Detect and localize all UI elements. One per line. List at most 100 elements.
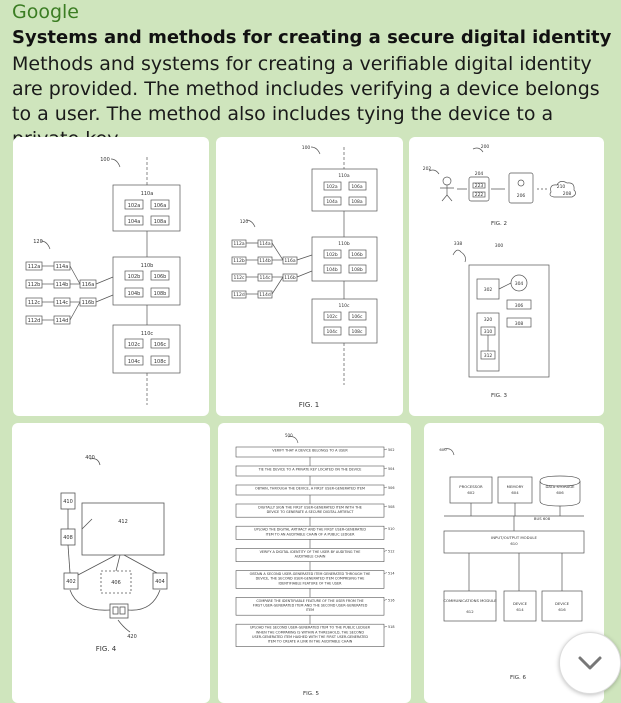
svg-text:112b: 112b (28, 282, 41, 288)
fig5-step-number: 504 (388, 467, 394, 471)
fig5-step-number: 512 (388, 549, 394, 553)
fig5-step-leader (383, 448, 388, 451)
svg-text:114b: 114b (259, 258, 271, 264)
svg-text:112d: 112d (28, 318, 41, 324)
fig6-comm: COMMUNICATIONS MODULE (443, 598, 497, 603)
svg-text:110a: 110a (338, 173, 350, 179)
svg-text:300: 300 (495, 243, 504, 249)
fig6-ref: 600 (439, 447, 447, 452)
svg-text:112a: 112a (233, 241, 245, 247)
svg-text:104a: 104a (326, 199, 338, 205)
fig5-step-leader (383, 550, 388, 552)
svg-text:306: 306 (515, 303, 524, 309)
fig5-step-leader (383, 572, 388, 574)
svg-text:108b: 108b (154, 291, 167, 297)
svg-text:204: 204 (475, 171, 484, 177)
svg-text:410: 410 (63, 499, 73, 505)
svg-text:108a: 108a (154, 219, 167, 225)
fig5-label: FIG. 5 (303, 691, 320, 697)
svg-text:406: 406 (111, 580, 121, 586)
fig5-step-leader (383, 505, 388, 508)
fig6-processor: PROCESSOR (459, 484, 483, 489)
fig6-device2: DEVICE (555, 601, 570, 606)
fig6-storage-num: 606 (556, 490, 564, 495)
svg-text:114a: 114a (56, 264, 69, 270)
svg-text:304: 304 (515, 281, 524, 287)
svg-text:112b: 112b (233, 258, 245, 264)
svg-text:104b: 104b (128, 291, 141, 297)
fig6-storage: DATA STORAGE (545, 484, 575, 489)
svg-text:112a: 112a (28, 264, 41, 270)
svg-text:110b: 110b (141, 263, 154, 269)
svg-text:104c: 104c (326, 329, 338, 335)
fig5-step-number: 514 (388, 572, 394, 576)
svg-text:338: 338 (454, 241, 463, 247)
svg-text:102b: 102b (326, 252, 338, 258)
fig5-step-text: VERIFY A DIGITAL IDENTITY OF THE USER BY… (260, 550, 361, 559)
figure-card-5[interactable]: 500 VERIFY THAT A DEVICE BELONGS TO A US… (218, 423, 411, 703)
svg-text:208: 208 (563, 191, 572, 197)
svg-text:402: 402 (66, 579, 76, 585)
fig5-step-text: UPLOAD THE DIGITAL ARTIFACT AND THE FIRS… (254, 528, 366, 537)
svg-text:114c: 114c (259, 275, 271, 281)
svg-text:108a: 108a (351, 199, 363, 205)
svg-text:106c: 106c (154, 342, 167, 348)
svg-text:206: 206 (517, 193, 526, 199)
svg-text:114c: 114c (56, 300, 69, 306)
fig1-label: FIG. 1 (299, 401, 319, 409)
svg-text:108c: 108c (154, 359, 167, 365)
result-title[interactable]: Systems and methods for creating a secur… (12, 27, 612, 48)
fig5-step-box (235, 548, 385, 562)
svg-text:102c: 102c (326, 314, 338, 320)
svg-text:210: 210 (557, 184, 566, 190)
svg-text:120: 120 (33, 239, 43, 245)
fig5-step-number: 516 (388, 598, 394, 602)
fig5-step-box (235, 623, 385, 647)
svg-text:100: 100 (100, 157, 110, 163)
svg-text:114a: 114a (259, 241, 271, 247)
svg-text:114d: 114d (56, 318, 69, 324)
svg-text:102b: 102b (128, 274, 141, 280)
fig5-step-leader (383, 625, 388, 628)
source-name[interactable]: Google (12, 1, 80, 23)
svg-text:116a: 116a (82, 282, 95, 288)
svg-text:223: 223 (475, 183, 484, 189)
svg-text:110c: 110c (141, 331, 154, 337)
svg-text:110c: 110c (338, 303, 350, 309)
svg-text:106a: 106a (351, 184, 363, 190)
show-more-button[interactable] (559, 632, 621, 694)
svg-text:202: 202 (423, 166, 432, 172)
fig3-label: FIG. 3 (491, 393, 508, 399)
svg-text:106b: 106b (154, 274, 167, 280)
fig5-step-leader (383, 486, 388, 489)
svg-text:112d: 112d (233, 292, 245, 298)
svg-text:106b: 106b (351, 252, 363, 258)
svg-text:120: 120 (240, 219, 249, 225)
fig5-step-box (235, 525, 385, 540)
fig6-label: FIG. 6 (510, 675, 527, 681)
svg-text:302: 302 (484, 287, 493, 293)
fig4-label: FIG. 4 (96, 645, 117, 653)
fig6-device1-num: 614 (516, 607, 524, 612)
fig6-io: INPUT/OUTPUT MODULE (491, 535, 537, 540)
svg-text:116b: 116b (82, 300, 95, 306)
svg-text:110a: 110a (141, 191, 154, 197)
fig6-memory-num: 604 (511, 490, 519, 495)
svg-text:106a: 106a (154, 203, 167, 209)
fig5-step-text: OBTAIN, THROUGH THE DEVICE, A FIRST USER… (255, 487, 365, 491)
svg-text:106c: 106c (351, 314, 363, 320)
svg-text:102a: 102a (128, 203, 141, 209)
svg-text:104b: 104b (326, 267, 338, 273)
fig6-comm-num: 612 (466, 609, 474, 614)
svg-text:200: 200 (481, 144, 490, 150)
svg-text:104a: 104a (128, 219, 141, 225)
fig5-step-text: COMPARE THE IDENTIFIABLE FEATURE OF THE … (253, 599, 368, 612)
svg-text:116b: 116b (284, 275, 296, 281)
fig6-memory: MEMORY (507, 484, 524, 489)
